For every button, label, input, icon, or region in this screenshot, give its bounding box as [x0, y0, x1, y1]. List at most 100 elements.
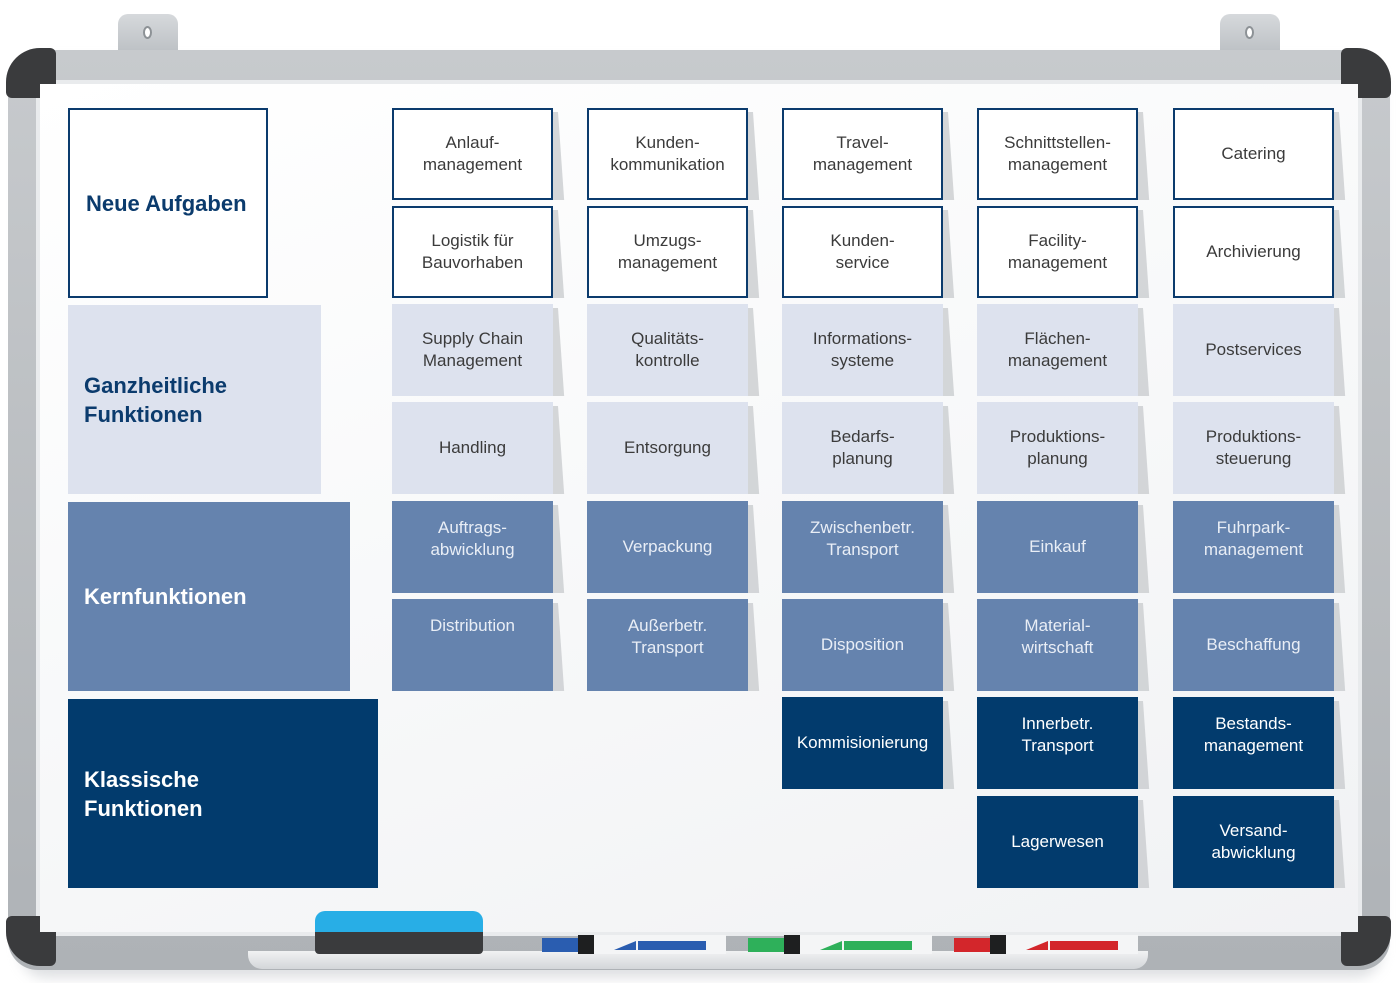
- card-label: Fuhrpark- management: [1203, 518, 1304, 559]
- card-face: Material- wirtschaft: [977, 599, 1138, 691]
- card-label: Distribution: [429, 616, 516, 635]
- function-card: Beschaffung: [1173, 599, 1346, 692]
- card-label: Entsorgung: [624, 438, 711, 457]
- function-card: Qualitäts- kontrolle: [587, 304, 760, 397]
- function-card: Zwischenbetr. Transport: [782, 501, 955, 594]
- marker-tip: [614, 941, 636, 950]
- hanger-hole: [1245, 26, 1254, 39]
- card-label: Qualitäts- kontrolle: [631, 329, 704, 370]
- card-label: Kunden- service: [830, 231, 895, 272]
- blue-marker[interactable]: [542, 935, 732, 954]
- marker-tip: [820, 941, 842, 950]
- card-face: Flächen- management: [977, 304, 1138, 396]
- card-label: Versand- abwicklung: [1211, 821, 1296, 862]
- card-face: Handling: [392, 402, 553, 494]
- function-card: Material- wirtschaft: [977, 599, 1150, 692]
- card-face: Schnittstellen- management: [977, 108, 1138, 200]
- card-face: Lagerwesen: [977, 796, 1138, 888]
- card-face: Entsorgung: [587, 402, 748, 494]
- card-face: Innerbetr. Transport: [977, 697, 1138, 789]
- card-face: Fuhrpark- management: [1173, 501, 1334, 593]
- card-label: Catering: [1221, 144, 1286, 163]
- card-face: Facility- management: [977, 206, 1138, 298]
- category-label: Ganzheitliche Funktionen: [84, 372, 228, 427]
- function-card: Bedarfs- planung: [782, 402, 955, 495]
- card-label: Facility- management: [1007, 231, 1108, 272]
- card-label: Produktions- planung: [1009, 427, 1106, 468]
- card-face: Disposition: [782, 599, 943, 691]
- card-label: Kunden- kommunikation: [610, 133, 725, 174]
- category-label: Neue Aufgaben: [86, 190, 247, 216]
- eraser-felt[interactable]: [315, 911, 483, 933]
- function-card: Distribution: [392, 599, 565, 692]
- eraser-handle[interactable]: [315, 932, 483, 954]
- card-label: Bedarfs- planung: [830, 427, 895, 468]
- card-label: Informations- systeme: [812, 329, 913, 370]
- green-marker[interactable]: [748, 935, 938, 954]
- function-card: Kommisionierung: [782, 697, 955, 790]
- card-face: Verpackung: [587, 501, 748, 593]
- card-label: Auftrags- abwicklung: [430, 518, 515, 559]
- marker-cap: [542, 938, 578, 952]
- card-face: Produktions- planung: [977, 402, 1138, 494]
- card-face: Kommisionierung: [782, 697, 943, 789]
- card-face: Außerbetr. Transport: [587, 599, 748, 691]
- function-card: Bestands- management: [1173, 697, 1346, 790]
- function-card: Postservices: [1173, 304, 1346, 397]
- card-label: Bestands- management: [1203, 714, 1304, 755]
- function-card: Lagerwesen: [977, 796, 1150, 889]
- marker-cap: [954, 938, 990, 952]
- marker-band: [990, 935, 1006, 954]
- card-label: Supply Chain Management: [421, 329, 524, 370]
- function-card: Travel- management: [782, 108, 955, 201]
- function-card: Informations- systeme: [782, 304, 955, 397]
- red-marker[interactable]: [954, 935, 1144, 954]
- card-label: Umzugs- management: [617, 231, 718, 272]
- function-card: Catering: [1173, 108, 1346, 201]
- card-face: Bestands- management: [1173, 697, 1334, 789]
- card-label: Disposition: [820, 635, 905, 654]
- marker-cap: [748, 938, 784, 952]
- card-face: Supply Chain Management: [392, 304, 553, 396]
- card-label: Handling: [438, 438, 507, 457]
- card-face: Archivierung: [1173, 206, 1334, 298]
- function-card: Verpackung: [587, 501, 760, 594]
- function-card: Innerbetr. Transport: [977, 697, 1150, 790]
- card-face: Distribution: [392, 599, 553, 691]
- card-label: Außerbetr. Transport: [627, 616, 708, 657]
- card-face: Catering: [1173, 108, 1334, 200]
- card-label: Anlauf- management: [422, 133, 523, 174]
- category-neue-aufgaben: Neue Aufgaben: [68, 108, 268, 298]
- card-face: Postservices: [1173, 304, 1334, 396]
- hanger-hole: [143, 26, 152, 39]
- card-label: Produktions- steuerung: [1205, 427, 1302, 468]
- function-card: Anlauf- management: [392, 108, 565, 201]
- category-label: Klassische Funktionen: [84, 766, 203, 821]
- card-face: Informations- systeme: [782, 304, 943, 396]
- card-face: Umzugs- management: [587, 206, 748, 298]
- card-label: Beschaffung: [1206, 635, 1301, 654]
- card-label: Innerbetr. Transport: [1021, 714, 1094, 755]
- function-card: Disposition: [782, 599, 955, 692]
- function-card: Kunden- kommunikation: [587, 108, 760, 201]
- function-card: Handling: [392, 402, 565, 495]
- function-card: Einkauf: [977, 501, 1150, 594]
- function-card: Umzugs- management: [587, 206, 760, 299]
- card-face: Produktions- steuerung: [1173, 402, 1334, 494]
- function-card: Außerbetr. Transport: [587, 599, 760, 692]
- marker-stripe: [1050, 941, 1118, 950]
- marker-stripe: [844, 941, 912, 950]
- function-card: Supply Chain Management: [392, 304, 565, 397]
- card-face: Qualitäts- kontrolle: [587, 304, 748, 396]
- card-label: Archivierung: [1206, 242, 1301, 261]
- card-label: Einkauf: [1029, 537, 1086, 556]
- function-card: Logistik für Bauvorhaben: [392, 206, 565, 299]
- function-card: Entsorgung: [587, 402, 760, 495]
- card-face: Travel- management: [782, 108, 943, 200]
- function-card: Kunden- service: [782, 206, 955, 299]
- category-kernfunktionen: Kernfunktionen: [68, 502, 350, 691]
- card-face: Versand- abwicklung: [1173, 796, 1334, 888]
- card-face: Auftrags- abwicklung: [392, 501, 553, 593]
- card-label: Postservices: [1205, 340, 1302, 359]
- card-face: Einkauf: [977, 501, 1138, 593]
